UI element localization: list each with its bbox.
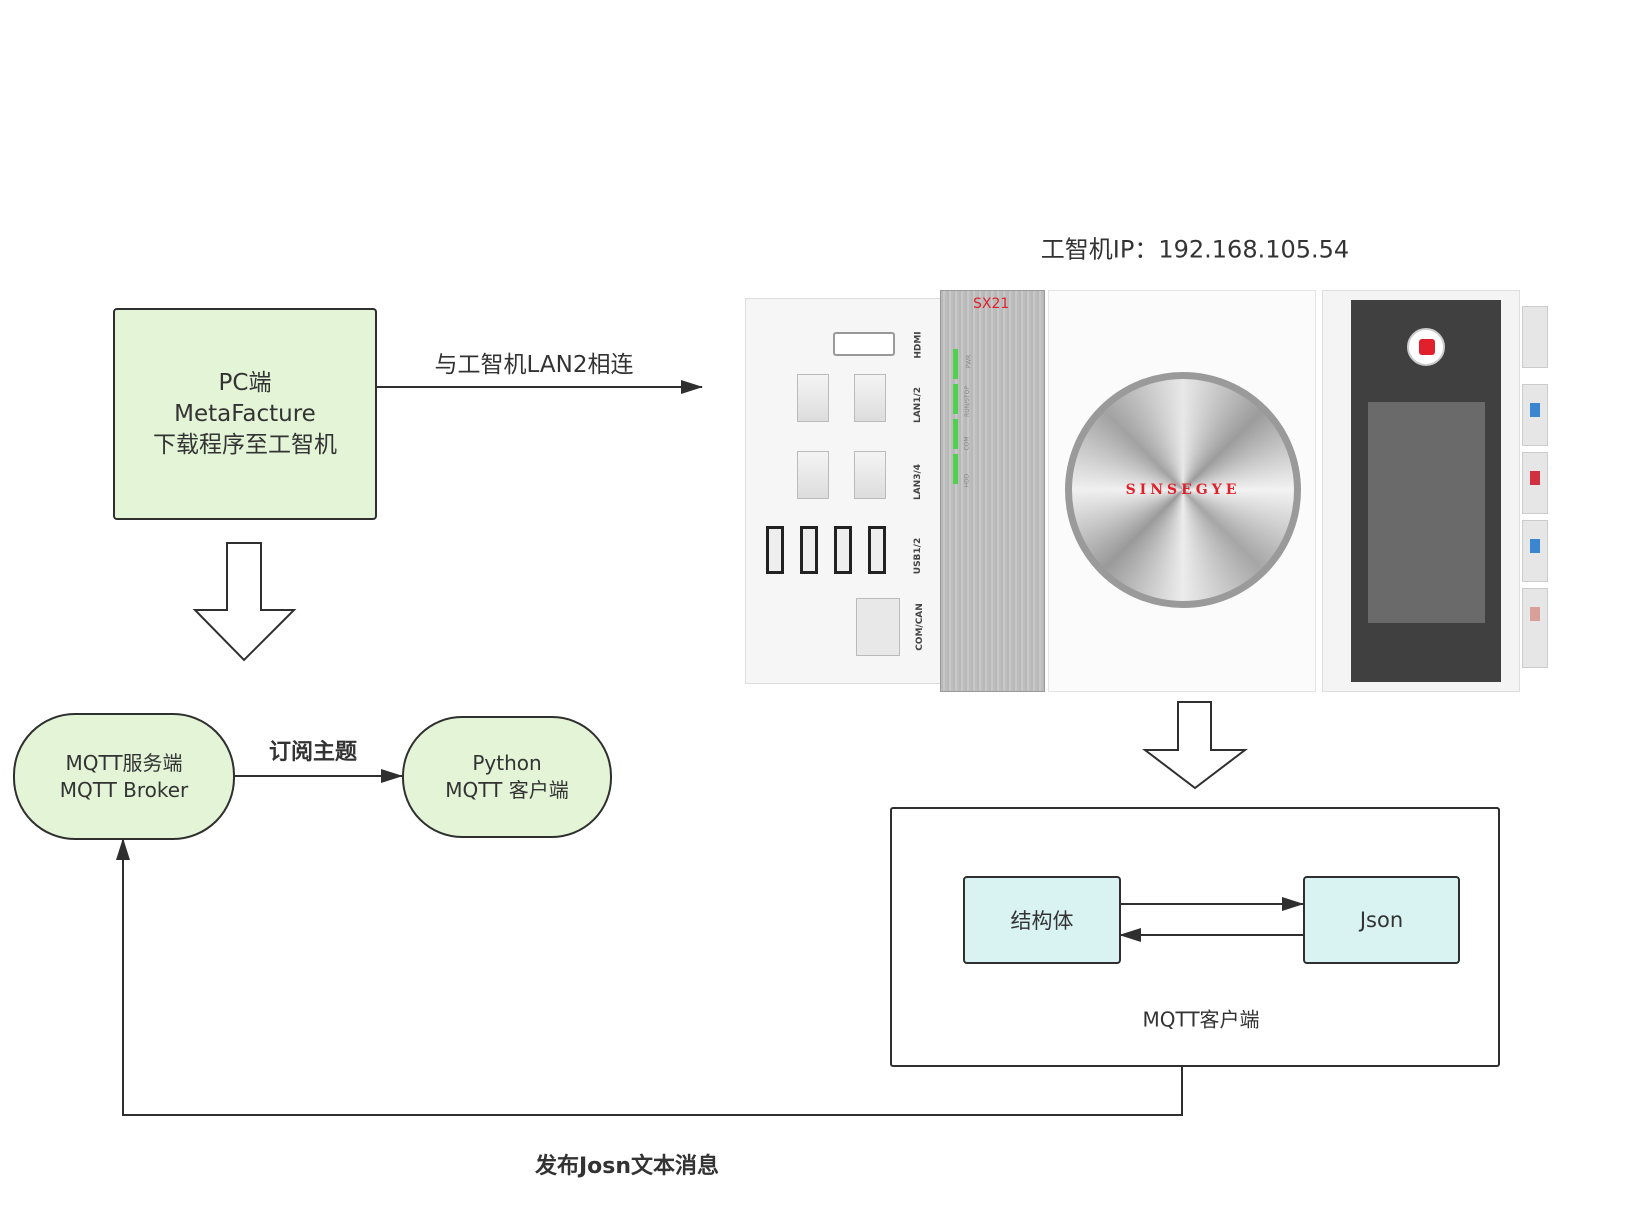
- hdmi-port: [833, 332, 895, 356]
- json-box-label: Json: [1359, 908, 1404, 932]
- led-pwr: [953, 349, 958, 379]
- brushed-metal-disc: [1065, 372, 1301, 608]
- usb-port: [800, 526, 818, 574]
- terminal-block: [1522, 520, 1548, 582]
- python-line2: MQTT 客户端: [445, 778, 569, 802]
- com-can-port: [856, 598, 900, 656]
- led-hdd: [953, 454, 958, 484]
- publish-label: 发布Josn文本消息: [534, 1154, 720, 1179]
- down-hollow-arrow-right: [1142, 701, 1248, 790]
- broker-line2: MQTT Broker: [59, 777, 189, 802]
- port-label-hdmi: HDMI: [913, 331, 924, 359]
- device-model-label: SX21: [973, 296, 1010, 312]
- pc-box-line2: MetaFacture: [174, 400, 316, 427]
- lan-port: [797, 374, 829, 422]
- mqtt-broker-node: MQTT服务端 MQTT Broker: [13, 713, 235, 840]
- brand-logo-icon: [1407, 328, 1445, 366]
- pc-box-line3: 下载程序至工智机: [153, 431, 337, 458]
- struct-box: 结构体: [963, 876, 1121, 964]
- python-client-node: Python MQTT 客户端: [402, 716, 612, 838]
- port-label-comcan: COM/CAN: [914, 603, 925, 651]
- subscribe-label: 订阅主题: [268, 740, 358, 765]
- pc-box-line1: PC端: [218, 369, 272, 396]
- publish-arrow: [116, 838, 1183, 1116]
- usb-port: [868, 526, 886, 574]
- down-hollow-arrow-left: [192, 542, 297, 662]
- terminal-block: [1522, 588, 1548, 668]
- led-label-com: COM: [963, 436, 971, 451]
- terminal-block: [1522, 384, 1548, 446]
- lan-port: [854, 374, 886, 422]
- lan-port: [797, 451, 829, 499]
- device-ip-label: 工智机IP：192.168.105.54: [1040, 235, 1350, 264]
- led-label-runstop: RUN/STOP: [963, 386, 971, 417]
- json-box: Json: [1303, 876, 1460, 964]
- port-label-usb12: USB1/2: [913, 537, 924, 575]
- terminal-block: [1522, 452, 1548, 514]
- port-label-lan12: LAN1/2: [913, 386, 924, 424]
- led-label-pwr: PWR: [965, 354, 973, 369]
- usb-port: [766, 526, 784, 574]
- lan-port: [854, 451, 886, 499]
- led-run: [953, 384, 958, 414]
- struct-box-label: 结构体: [1010, 909, 1074, 933]
- pc-box: PC端 MetaFacture 下载程序至工智机: [113, 308, 377, 520]
- led-com: [953, 419, 958, 449]
- device-brand-label: SINSEGYE: [1125, 482, 1241, 498]
- port-label-lan34: LAN3/4: [913, 463, 924, 501]
- device-screen: [1368, 402, 1485, 623]
- mqtt-client-group: [890, 807, 1500, 1067]
- terminal-block: [1522, 306, 1548, 368]
- mqtt-client-group-label: MQTT客户端: [1142, 1007, 1260, 1032]
- lan-link-label: 与工智机LAN2相连: [434, 352, 634, 378]
- led-label-hdd: HDD: [963, 473, 971, 488]
- python-line1: Python: [472, 751, 542, 775]
- usb-port: [834, 526, 852, 574]
- broker-line1: MQTT服务端: [65, 750, 183, 775]
